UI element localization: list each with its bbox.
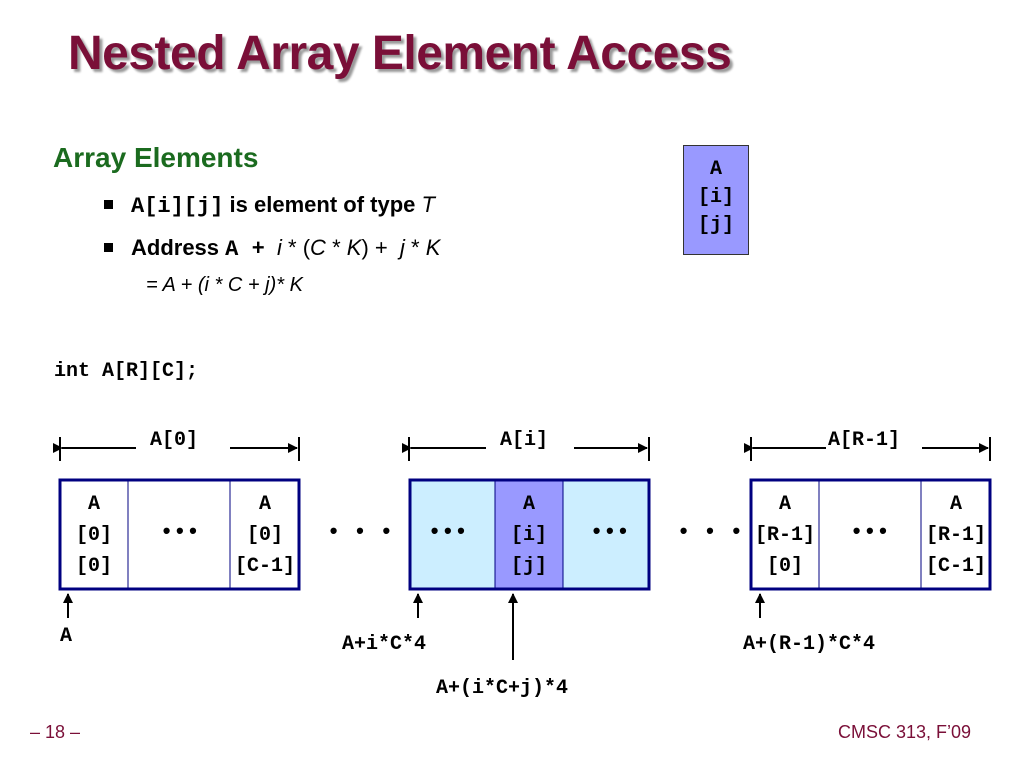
bullet-type-var: T [421, 192, 435, 217]
formula-star: * [332, 235, 341, 260]
formula-star: * [288, 235, 297, 260]
element-legend-line: [i] [697, 186, 734, 209]
highlighted-element-cell [495, 481, 563, 588]
row-block-first [58, 478, 301, 591]
address-label-element: A+(i*C+j)*4 [436, 677, 569, 700]
cell-ellipsis: ••• [160, 520, 200, 545]
cell-line: A [778, 493, 791, 516]
row-gap-ellipsis: • • • [677, 520, 744, 545]
formula-paren: ( [302, 235, 311, 260]
cell-line: [i] [510, 524, 547, 547]
course-label: CMSC 313, F’09 [838, 722, 972, 742]
cell-line: [C-1] [925, 555, 986, 578]
row-gap-ellipsis: • • • [327, 520, 394, 545]
formula-paren: ) [361, 235, 369, 260]
row-label-first: A[0] [150, 429, 199, 452]
cell-line: [0] [75, 555, 112, 578]
section-heading: Array Elements [53, 142, 259, 173]
cell-a-0-c-1: A [0] [C-1] [230, 489, 300, 582]
cell-line: A [258, 493, 271, 516]
cell-ellipsis: ••• [428, 520, 468, 545]
row-block-last [749, 478, 992, 591]
bullet-address: Address A + i * (C * K) + j * K [104, 235, 440, 262]
bullet-square-icon [104, 199, 113, 209]
cell-line: A [949, 493, 962, 516]
address-label-base: A [60, 625, 73, 648]
cell-line: [0] [766, 555, 803, 578]
bullet-code: A + [225, 237, 265, 262]
formula-plus: + [374, 235, 388, 260]
address-label-row-start: A+i*C*4 [342, 633, 427, 656]
cell-a-r-1-c-1: A [R-1] [C-1] [921, 489, 991, 582]
cell-a-0-0: A [0] [0] [62, 489, 126, 582]
row-block-middle [408, 478, 651, 591]
formula-j: j [399, 235, 405, 260]
element-legend-line: [j] [697, 214, 734, 237]
cell-line: [R-1] [925, 524, 986, 547]
array-declaration: int A[R][C]; [54, 360, 199, 383]
formula-i: i [277, 235, 282, 260]
row-span-arrow-first [53, 437, 300, 461]
slide-title: Nested Array Element Access [68, 27, 732, 80]
element-legend-line: A [709, 158, 722, 181]
row-label-middle: A[i] [500, 429, 549, 452]
cell-a-r-1-0: A [R-1] [0] [750, 489, 820, 582]
cell-line: A [522, 493, 535, 516]
cell-line: [R-1] [754, 524, 815, 547]
bullet-label: Address [131, 235, 220, 260]
bullet-element-type: A[i][j] is element of type T [104, 192, 435, 219]
row-span-arrow-middle [402, 437, 650, 461]
page-number: – 18 – [30, 722, 81, 742]
address-label-last-row-start: A+(R-1)*C*4 [743, 633, 876, 656]
cell-line: [j] [510, 555, 547, 578]
cell-ellipsis: ••• [850, 520, 890, 545]
formula-k: K [425, 235, 441, 260]
formula-c: C [310, 235, 326, 260]
cell-ellipsis: ••• [590, 520, 630, 545]
row-span-arrow-last [744, 437, 991, 461]
cell-line: [0] [75, 524, 112, 547]
row-label-last: A[R-1] [828, 429, 901, 452]
cell-a-i-j: A [i] [j] [495, 489, 563, 582]
bullet-code: A[i][j] [131, 194, 224, 219]
cell-line: [0] [246, 524, 283, 547]
formula-k: K [346, 235, 362, 260]
element-legend-box: A [i] [j] [683, 145, 749, 255]
formula-star: * [411, 235, 420, 260]
bullet-text: is element of type [229, 192, 416, 217]
cell-line: A [87, 493, 100, 516]
address-formula-expanded: = A + (i * C + j)* K [146, 274, 303, 296]
cell-line: [C-1] [234, 555, 295, 578]
bullet-square-icon [104, 242, 113, 252]
